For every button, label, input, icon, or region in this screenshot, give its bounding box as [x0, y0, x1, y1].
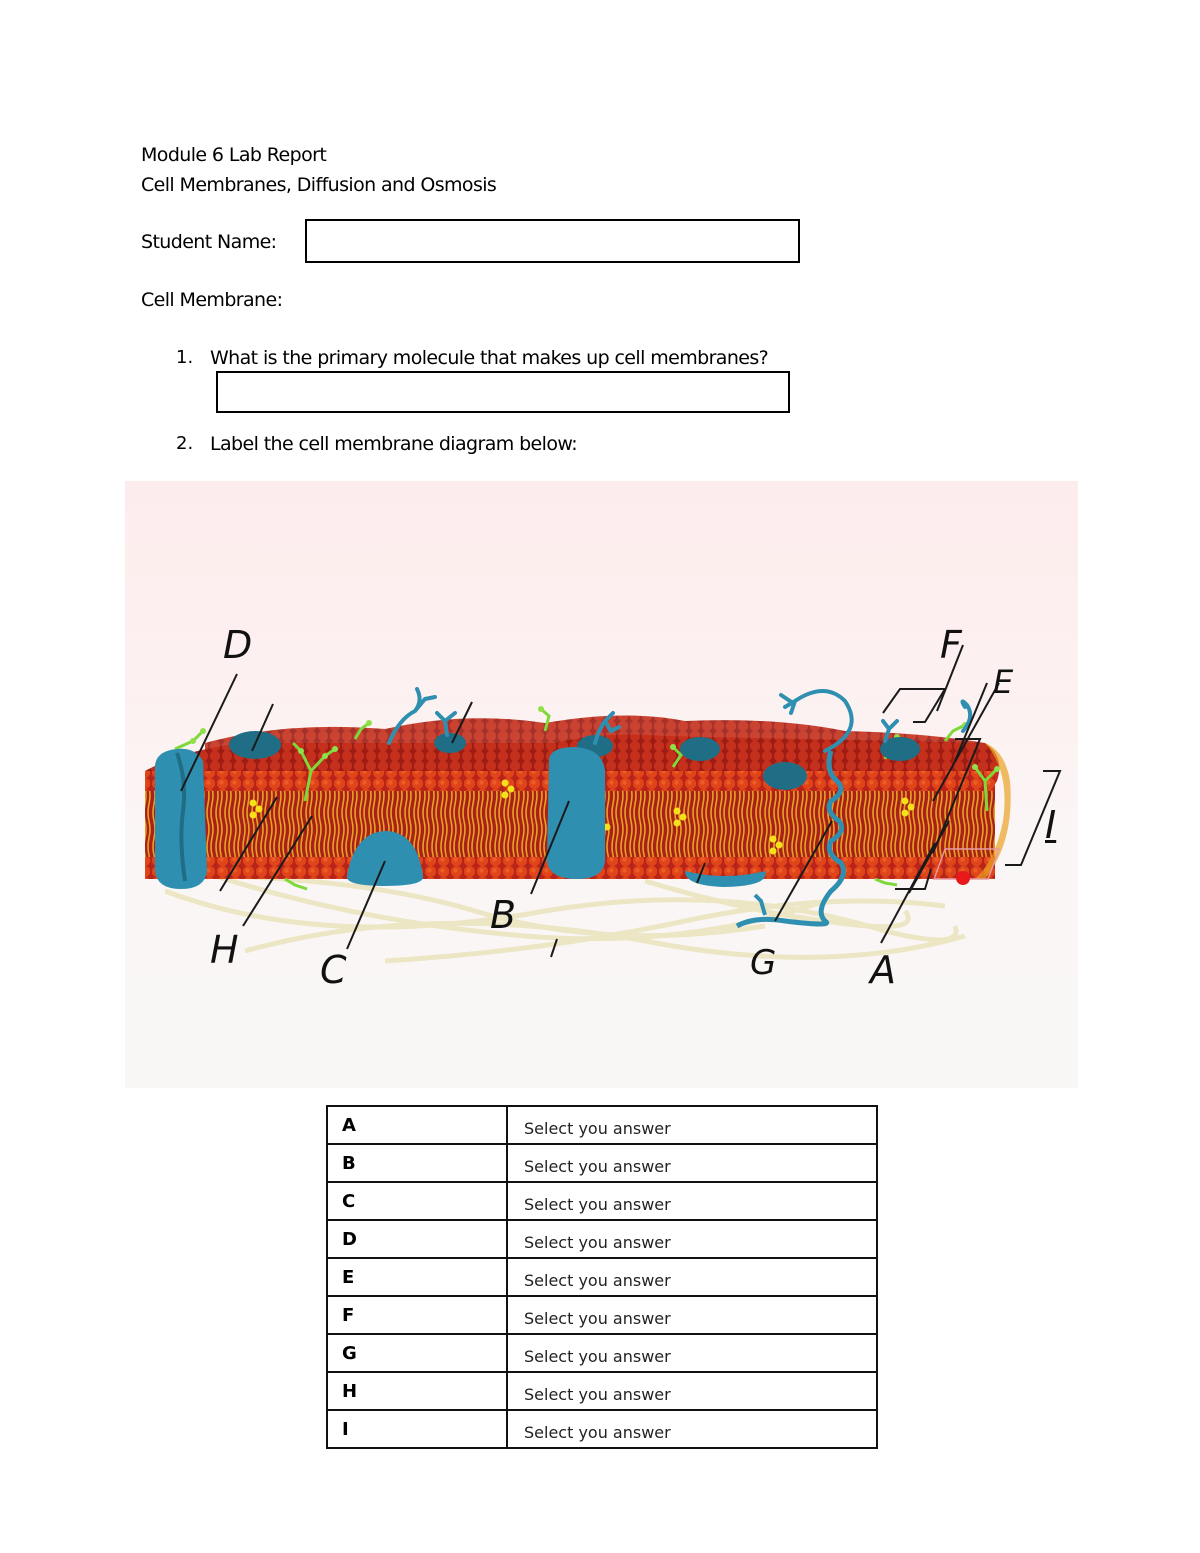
- cytoskeleton-fibers: [164, 863, 966, 964]
- channel-protein: [154, 748, 207, 889]
- phospholipid-head-highlight: [956, 871, 970, 885]
- diagram-label-f: F: [940, 623, 962, 667]
- diagram-label-h: H: [210, 928, 239, 972]
- table-row: C Select you answer: [326, 1181, 878, 1221]
- row-letter-h: H: [326, 1371, 508, 1411]
- answer-dropdown-c[interactable]: Select you answer: [506, 1181, 878, 1221]
- diagram-label-e: E: [993, 663, 1014, 701]
- cell-membrane-diagram: D F E I H C B G A: [125, 481, 1078, 1088]
- answer-dropdown-b[interactable]: Select you answer: [506, 1143, 878, 1183]
- label-leader-lines: [180, 644, 1062, 958]
- peripheral-protein-top-3: [680, 737, 720, 761]
- peripheral-protein-top-4: [763, 762, 807, 790]
- peripheral-protein-top-5: [880, 737, 920, 761]
- document-title: Module 6 Lab Report: [141, 144, 327, 166]
- answer-dropdown-i[interactable]: Select you answer: [506, 1409, 878, 1449]
- table-row: F Select you answer: [326, 1295, 878, 1335]
- row-letter-a: A: [326, 1105, 508, 1145]
- diagram-label-d: D: [223, 623, 253, 667]
- answer-dropdown-h[interactable]: Select you answer: [506, 1371, 878, 1411]
- diagram-label-g: G: [750, 943, 777, 983]
- document-subtitle: Cell Membranes, Diffusion and Osmosis: [141, 174, 497, 196]
- section-heading: Cell Membrane:: [141, 289, 283, 311]
- diagram-label-c: C: [320, 948, 347, 992]
- row-letter-c: C: [326, 1181, 508, 1221]
- question-1-number: 1.: [176, 347, 194, 368]
- row-letter-f: F: [326, 1295, 508, 1335]
- answer-dropdown-f[interactable]: Select you answer: [506, 1295, 878, 1335]
- answer-dropdown-e[interactable]: Select you answer: [506, 1257, 878, 1297]
- student-name-label: Student Name:: [141, 231, 277, 253]
- peripheral-protein-bottom-2: [685, 871, 766, 887]
- integral-protein: [547, 747, 605, 879]
- table-row: A Select you answer: [326, 1105, 878, 1145]
- table-row: B Select you answer: [326, 1143, 878, 1183]
- table-row: H Select you answer: [326, 1371, 878, 1411]
- row-letter-d: D: [326, 1219, 508, 1259]
- table-row: G Select you answer: [326, 1333, 878, 1373]
- table-row: E Select you answer: [326, 1257, 878, 1297]
- question-1-text: What is the primary molecule that makes …: [210, 347, 769, 369]
- peripheral-protein-top-2: [434, 733, 466, 753]
- glycoprotein-chains: [387, 687, 973, 753]
- student-name-field[interactable]: [305, 219, 800, 263]
- row-letter-g: G: [326, 1333, 508, 1373]
- peripheral-protein-bottom: [346, 831, 424, 886]
- question-1-answer-field[interactable]: [216, 371, 790, 413]
- diagram-label-b: B: [490, 893, 517, 937]
- row-letter-e: E: [326, 1257, 508, 1297]
- question-2-text: Label the cell membrane diagram below:: [210, 433, 578, 455]
- diagram-label-a: A: [870, 948, 896, 992]
- table-row: D Select you answer: [326, 1219, 878, 1259]
- transmembrane-helix: [735, 750, 846, 929]
- row-letter-i: I: [326, 1409, 508, 1449]
- row-letter-b: B: [326, 1143, 508, 1183]
- question-2-number: 2.: [176, 433, 194, 454]
- table-row: I Select you answer: [326, 1409, 878, 1449]
- answer-dropdown-d[interactable]: Select you answer: [506, 1219, 878, 1259]
- answer-table: A Select you answer B Select you answer …: [326, 1105, 878, 1449]
- answer-dropdown-g[interactable]: Select you answer: [506, 1333, 878, 1373]
- diagram-label-i: I: [1045, 803, 1057, 847]
- membrane-illustration: [145, 644, 1062, 964]
- answer-dropdown-a[interactable]: Select you answer: [506, 1105, 878, 1145]
